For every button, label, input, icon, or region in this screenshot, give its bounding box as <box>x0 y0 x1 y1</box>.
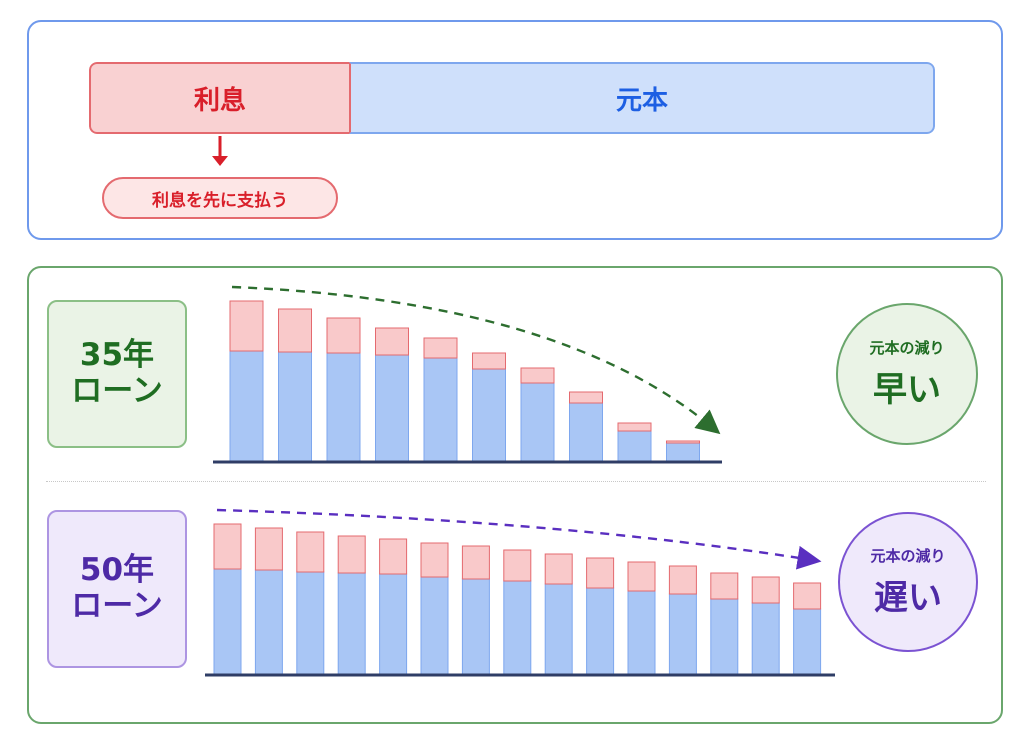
loan-50-principal-bar <box>668 593 697 675</box>
loan-35-interest-bar <box>375 327 409 356</box>
loan-50-principal-bar <box>254 569 283 675</box>
loan-50-principal-bar <box>213 568 242 675</box>
loan-35-principal-bar <box>229 350 264 462</box>
loan-50-interest-bar <box>503 549 532 582</box>
loan-50-interest-bar <box>420 542 449 578</box>
loan-35-principal-bar <box>375 354 409 462</box>
loan-50-principal-bar <box>544 583 573 675</box>
loan-35-interest-bar <box>520 367 555 384</box>
loan-50-principal-bar <box>627 590 656 675</box>
loan-50-principal-bar <box>461 578 490 675</box>
loan-50-principal-bar <box>751 602 780 675</box>
loan-35-bars <box>229 300 700 462</box>
loan-50-principal-bar <box>296 571 325 675</box>
loan-50-interest-bar <box>379 538 408 575</box>
loan-50-years: 50年 <box>79 552 155 589</box>
loan-50-principal-bar <box>337 572 366 675</box>
loan-35-principal-bar <box>472 368 506 462</box>
loan-35-interest-bar <box>229 300 264 352</box>
principal-segment: 元本 <box>349 62 935 134</box>
interest-segment: 利息 <box>89 62 349 134</box>
loan-35-principal-bar <box>423 357 458 462</box>
loan-35-principal-bar <box>278 351 312 462</box>
loan-50-interest-bar <box>751 576 780 604</box>
loan-50-principal-bar <box>586 587 615 675</box>
loan-50-interest-bar <box>337 535 366 574</box>
loan-50-principal-bar <box>379 573 408 675</box>
loan-50-principal-bar <box>793 608 822 675</box>
loan-35-principal-bar <box>326 352 361 462</box>
loan-35-principal-bar <box>666 442 700 462</box>
loan-50-trend-arrow <box>216 508 822 570</box>
loan-50-interest-bar <box>461 545 490 580</box>
payment-composition-bar: 利息 元本 <box>89 62 935 134</box>
loan-35-label: 35年 ローン <box>47 300 187 448</box>
loan-35-principal-bar <box>520 382 555 462</box>
loan-50-interest-bar <box>710 572 739 600</box>
loan-50-interest-bar <box>544 553 573 585</box>
loan-50-interest-bar <box>627 561 656 592</box>
loan-35-interest-bar <box>423 337 458 359</box>
loan-50-result-badge: 元本の減り 遅い <box>838 512 978 652</box>
loan-50-principal-bar <box>420 576 449 675</box>
loan-35-interest-bar <box>278 308 312 353</box>
loan-50-interest-bar <box>586 557 615 589</box>
loan-35-result-value: 早い <box>873 370 941 410</box>
loan-35-principal-bar <box>569 402 603 462</box>
loan-35-interest-bar <box>569 391 603 404</box>
loan-50-interest-bar <box>254 527 283 571</box>
loan-35-loan: ローン <box>71 373 163 409</box>
loan-35-principal-bar <box>617 430 652 462</box>
loan-50-interest-bar <box>793 582 822 610</box>
loan-50-bars <box>213 523 822 675</box>
loan-35-result-badge: 元本の減り 早い <box>836 303 978 445</box>
loan-50-interest-bar <box>213 523 242 570</box>
loan-35-interest-bar <box>666 440 700 444</box>
loan-50-label: 50年 ローン <box>47 510 187 668</box>
loan-35-interest-bar <box>326 317 361 354</box>
loan-50-interest-bar <box>668 565 697 595</box>
loan-50-principal-bar <box>710 598 739 675</box>
loan-50-principal-bar <box>503 580 532 675</box>
loan-50-result-value: 遅い <box>874 578 942 618</box>
loan-35-interest-bar <box>617 422 652 432</box>
interest-first-note: 利息を先に支払う <box>102 177 338 219</box>
loan-50-loan: ローン <box>71 588 163 624</box>
section-divider <box>46 481 986 482</box>
down-arrow-icon <box>212 136 228 166</box>
loan-35-trend-arrow <box>231 285 721 435</box>
loan-35-years: 35年 <box>79 337 155 374</box>
loan-50-result-caption: 元本の減り <box>870 547 946 565</box>
loan-50-interest-bar <box>296 531 325 573</box>
loan-35-interest-bar <box>472 352 506 370</box>
loan-35-result-caption: 元本の減り <box>869 339 945 357</box>
